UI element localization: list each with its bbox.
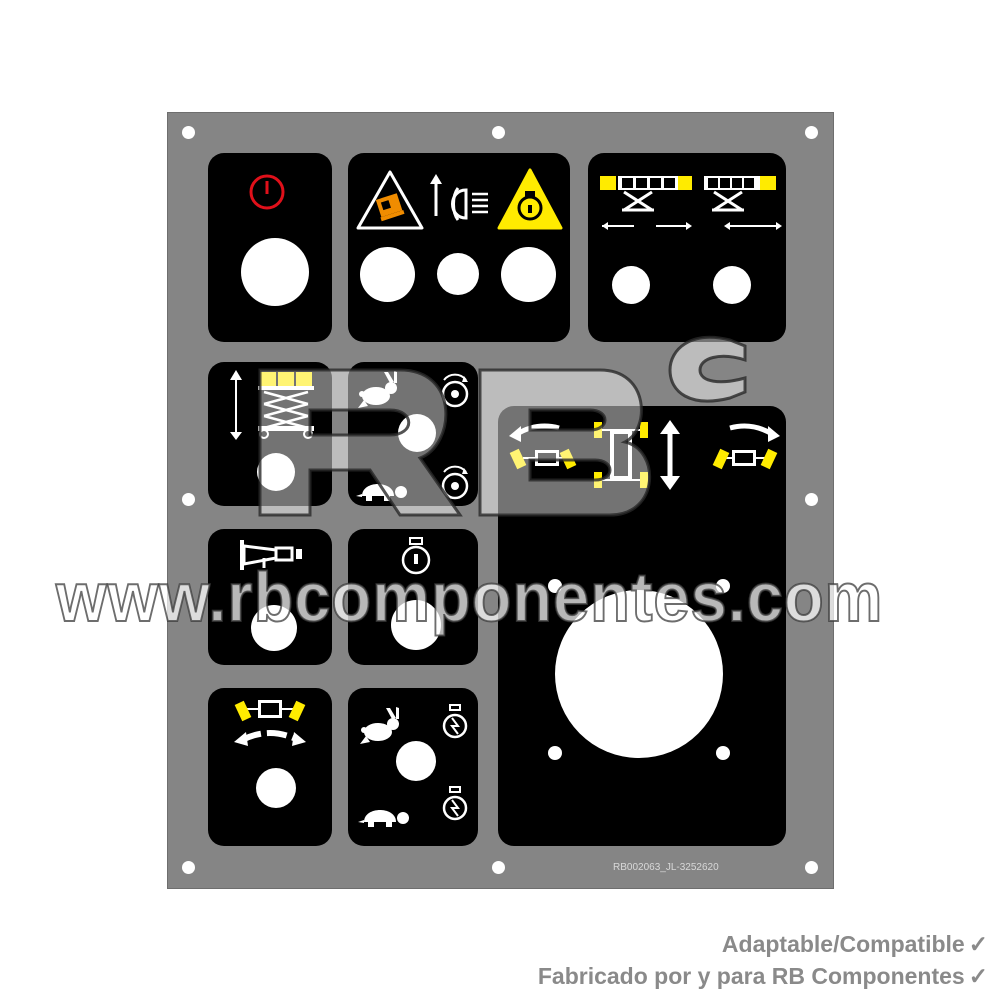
horn-icon xyxy=(240,540,302,570)
joystick-opening[interactable] xyxy=(555,590,723,758)
speed-select-button[interactable] xyxy=(398,414,436,452)
engine-warning-icon xyxy=(497,168,563,230)
platform-retract-icon xyxy=(704,176,782,230)
steer-right-icon xyxy=(712,423,780,470)
mount-hole xyxy=(182,493,195,506)
joystick-screw-hole xyxy=(548,746,562,760)
joystick-screw-hole xyxy=(716,579,730,593)
engine-start-icon xyxy=(442,704,468,739)
joystick-screw-hole xyxy=(548,579,562,593)
joystick-screw-hole xyxy=(716,746,730,760)
mount-hole xyxy=(492,126,505,139)
headlight-up-icon xyxy=(430,174,488,221)
engine-start-button[interactable] xyxy=(391,600,441,650)
mount-hole xyxy=(805,126,818,139)
platform-extend-icon xyxy=(600,176,692,230)
tilt-alarm-icon xyxy=(356,170,424,230)
engine-start-icon xyxy=(442,786,468,821)
platform-retract-button[interactable] xyxy=(713,266,751,304)
manufacturer-note: Fabricado por y para RB Componentes✓ xyxy=(538,963,988,990)
mount-hole xyxy=(182,861,195,874)
engine-warning-button[interactable] xyxy=(501,247,556,302)
power-icon xyxy=(249,174,285,210)
rabbit-icon xyxy=(360,707,399,744)
rb-logo-watermark xyxy=(258,335,747,517)
drive-rotation-icon xyxy=(441,465,469,500)
mount-hole xyxy=(182,126,195,139)
turtle-icon xyxy=(358,810,409,827)
mount-hole xyxy=(492,861,505,874)
tilt-alarm-button[interactable] xyxy=(360,247,415,302)
lift-button[interactable] xyxy=(257,453,295,491)
horn-button[interactable] xyxy=(251,605,297,651)
check-icon: ✓ xyxy=(968,931,988,957)
generator-speed-button[interactable] xyxy=(396,741,436,781)
power-button[interactable] xyxy=(241,238,309,306)
headlight-button[interactable] xyxy=(437,253,479,295)
rabbit-icon xyxy=(358,371,397,408)
engine-start-icon xyxy=(401,537,431,575)
check-icon: ✓ xyxy=(968,963,988,989)
url-watermark: www.rbcomponentes.com xyxy=(55,557,884,637)
compatibility-note: Adaptable/Compatible✓ xyxy=(722,931,988,958)
compatibility-text: Adaptable/Compatible xyxy=(721,931,965,957)
mount-hole xyxy=(805,493,818,506)
mount-hole xyxy=(805,861,818,874)
steer-swing-icon xyxy=(234,700,306,746)
manufacturer-text: Fabricado por y para RB Componentes xyxy=(537,963,965,989)
part-code: RB002063_JL-3252620 xyxy=(613,862,719,873)
steer-swing-button[interactable] xyxy=(256,768,296,808)
platform-extend-button[interactable] xyxy=(612,266,650,304)
lift-up-down-icon xyxy=(230,370,314,440)
